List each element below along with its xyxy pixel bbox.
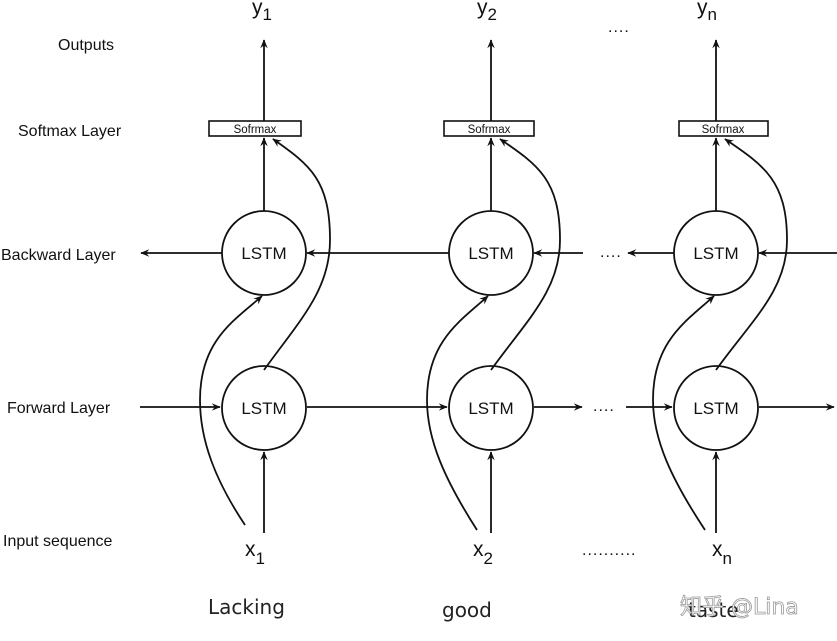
forward-to-softmax-curve-n (715, 138, 788, 371)
column-2: y2 Sofrmax LSTM LSTM x2 good (426, 0, 561, 622)
forward-ellipsis: .... (593, 398, 615, 415)
softmax-label-1: Sofrmax (234, 124, 277, 136)
row-label-outputs: Outputs (58, 37, 114, 54)
column-1: y1 Sofrmax LSTM LSTM x1 Lacking (199, 0, 331, 619)
backward-lstm-label-1: LSTM (241, 244, 286, 263)
input-label-n: xn (712, 538, 732, 568)
forward-lstm-label-2: LSTM (468, 399, 513, 418)
forward-lstm-node-1 (221, 365, 307, 451)
forward-lstm-node-2 (448, 365, 534, 451)
row-label-softmax: Softmax Layer (18, 123, 122, 140)
forward-to-softmax-curve-2 (490, 138, 561, 371)
forward-lstm-node-n (673, 365, 759, 451)
backward-ellipsis: .... (600, 244, 622, 261)
softmax-box-n (678, 120, 769, 137)
input-to-backward-curve-2 (426, 295, 489, 531)
forward-lstm-label-1: LSTM (241, 399, 286, 418)
column-n: yn Sofrmax LSTM LSTM xn taste (652, 0, 788, 622)
input-to-backward-curve-n (652, 295, 715, 531)
input-to-backward-curve-1 (199, 295, 263, 526)
input-label-1: x1 (245, 538, 265, 568)
softmax-box-2 (443, 120, 535, 137)
output-label-2: y2 (477, 0, 497, 24)
output-label-n: yn (697, 0, 717, 24)
word-n: taste (688, 598, 739, 622)
backward-lstm-node-1 (221, 210, 307, 296)
backward-lstm-label-2: LSTM (468, 244, 513, 263)
forward-to-softmax-curve-1 (263, 138, 331, 371)
softmax-label-2: Sofrmax (468, 124, 511, 136)
row-label-forward: Forward Layer (7, 400, 111, 417)
backward-lstm-node-n (673, 210, 759, 296)
backward-lstm-label-n: LSTM (693, 244, 738, 263)
forward-lstm-label-n: LSTM (693, 399, 738, 418)
output-label-1: y1 (252, 0, 272, 24)
row-label-backward: Backward Layer (1, 247, 116, 264)
backward-lstm-node-2 (448, 210, 534, 296)
output-ellipsis: .... (608, 19, 630, 36)
softmax-label-n: Sofrmax (702, 124, 745, 136)
watermark: 知乎 @Lina (680, 595, 799, 620)
word-1: Lacking (208, 595, 285, 619)
row-label-input: Input sequence (3, 533, 113, 550)
word-2: good (442, 598, 492, 622)
input-label-2: x2 (473, 538, 493, 568)
softmax-box-1 (208, 120, 302, 137)
input-ellipsis: .......... (582, 542, 636, 559)
